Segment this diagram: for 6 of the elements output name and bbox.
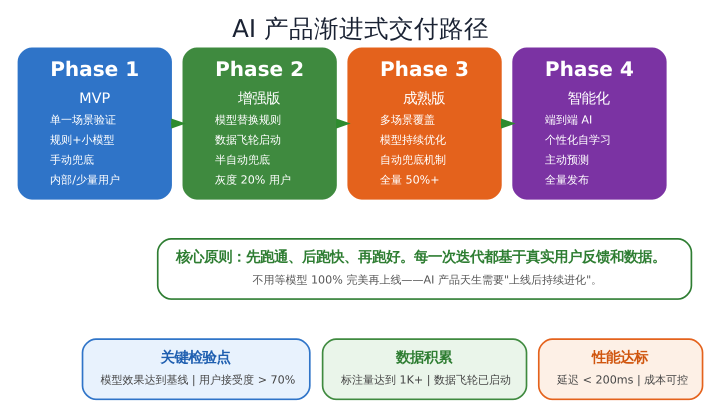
node-box: 数据积累 标注量达到 1K+ | 数据飞轮已启动 bbox=[322, 338, 528, 400]
node-box: 性能达标 延迟 < 200ms | 成本可控 bbox=[538, 338, 704, 400]
node-box: Phase 4 智能化 端到端 AI 个性化自学习 主动预测 全量发布 bbox=[512, 48, 667, 200]
diagram-title: AI 产品渐进式交付路径 bbox=[232, 14, 489, 43]
node-box: 关键检验点 模型效果达到基线 | 用户接受度 > 70% bbox=[82, 338, 311, 400]
node-box: 核心原则：先跑通、后跑快、再跑好。每一次迭代都基于真实用户反馈和数据。 不用等模型 100% 完美再上线——AI 产品天生需要"上线后持续进化"。 bbox=[156, 238, 692, 300]
